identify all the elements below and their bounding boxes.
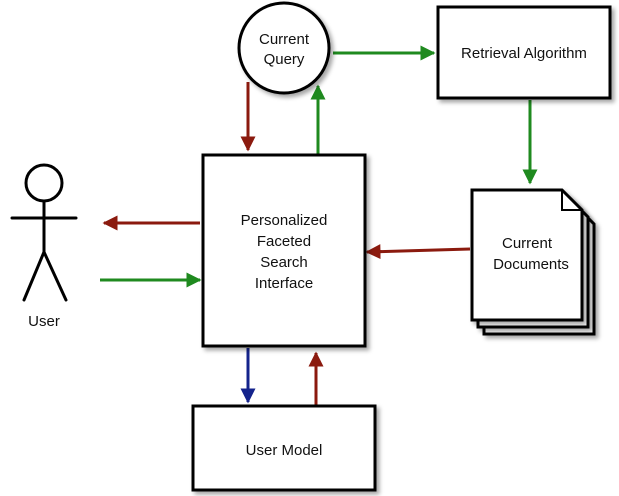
interface-node: Personalized Faceted Search Interface	[201, 153, 367, 348]
current-query-line2: Query	[264, 51, 305, 68]
current-documents-line1: Current	[502, 235, 553, 252]
interface-line1: Personalized	[241, 212, 328, 229]
interface-line3: Search	[260, 254, 308, 271]
current-query-line1: Current	[259, 31, 310, 48]
user-model-label: User Model	[246, 442, 323, 459]
current-documents-node: Current Documents	[470, 188, 596, 336]
user-model-node: User Model	[191, 404, 377, 492]
user-label: User	[28, 313, 60, 330]
retrieval-algorithm-node: Retrieval Algorithm	[436, 5, 612, 100]
interface-line4: Interface	[255, 275, 313, 292]
interface-line2: Faceted	[257, 233, 311, 250]
retrieval-algorithm-label: Retrieval Algorithm	[461, 45, 587, 62]
current-query-node: Current Query	[237, 1, 331, 95]
user-actor-icon	[10, 163, 78, 302]
arrow-documents-to-interface	[365, 244, 471, 260]
current-documents-line2: Documents	[493, 256, 569, 273]
